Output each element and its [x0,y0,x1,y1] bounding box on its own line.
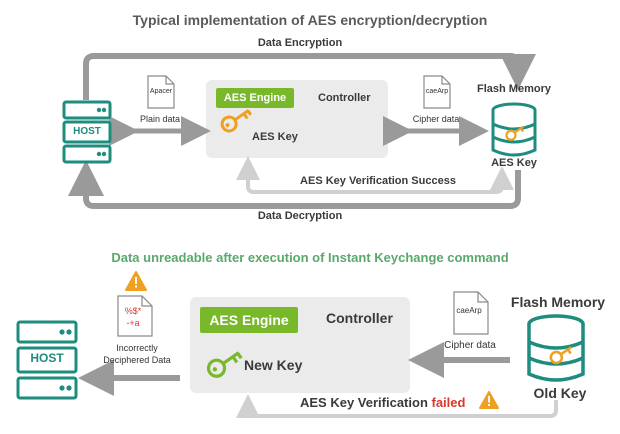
plain-data-label: Plain data [139,114,181,124]
key-icon [505,125,524,141]
cipher-doc-text: caeArp [456,306,482,315]
key-icon [206,351,243,378]
verification-failed-label: AES Key Verification failed [300,396,465,409]
document-icon [453,291,489,335]
decryption-flow-arrow [68,160,521,209]
garbled-text-line2: -+a [126,318,140,328]
new-key-label: New Key [244,357,303,373]
cipher-doc-text: caeArp [425,88,449,95]
failed-text: failed [431,395,466,410]
verification-prefix: AES Key Verification [300,395,432,410]
verification-failed-arrow [236,394,558,418]
flash-memory-label: Flash Memory [510,294,606,310]
plain-doc-text: Apacer [149,88,173,95]
section-subtitle: Data unreadable after execution of Insta… [111,250,509,265]
host-label: HOST [73,126,101,137]
document-icon [117,295,153,337]
warning-icon [479,391,499,409]
warning-icon [125,271,147,291]
key-icon [220,108,253,133]
database-icon [527,314,585,382]
aes-engine-badge: AES Engine [216,88,294,108]
diagram-title: Typical implementation of AES encryption… [132,12,488,28]
document-icon [423,75,451,109]
aes-engine-badge: AES Engine [200,307,298,333]
controller-label: Controller [326,310,393,326]
verification-success-arrow [246,166,514,194]
controller-label: Controller [318,92,371,104]
host-label: HOST [30,351,64,365]
garbled-text-line1: %$* [124,306,142,316]
verification-success-label: AES Key Verification Success [300,175,456,187]
incorrect-label-line1: Incorrectly [116,343,158,353]
incorrect-label-line2: Deciphered Data [103,355,171,365]
cipher-data-label: Cipher data [444,340,496,351]
cipher-data-label: Cipher data [412,114,460,124]
decryption-label: Data Decryption [257,210,343,222]
host-server-icon [16,320,78,400]
flash-memory-label: Flash Memory [477,83,551,95]
database-icon [491,102,537,157]
flash-key-label: AES Key [491,157,537,169]
encryption-label: Data Encryption [257,37,343,49]
host-server-icon [62,100,112,164]
document-icon [147,75,175,109]
encryption-flow-arrow [83,53,536,100]
key-icon [549,346,572,365]
aes-key-label: AES Key [252,131,298,143]
old-key-label: Old Key [533,385,587,401]
